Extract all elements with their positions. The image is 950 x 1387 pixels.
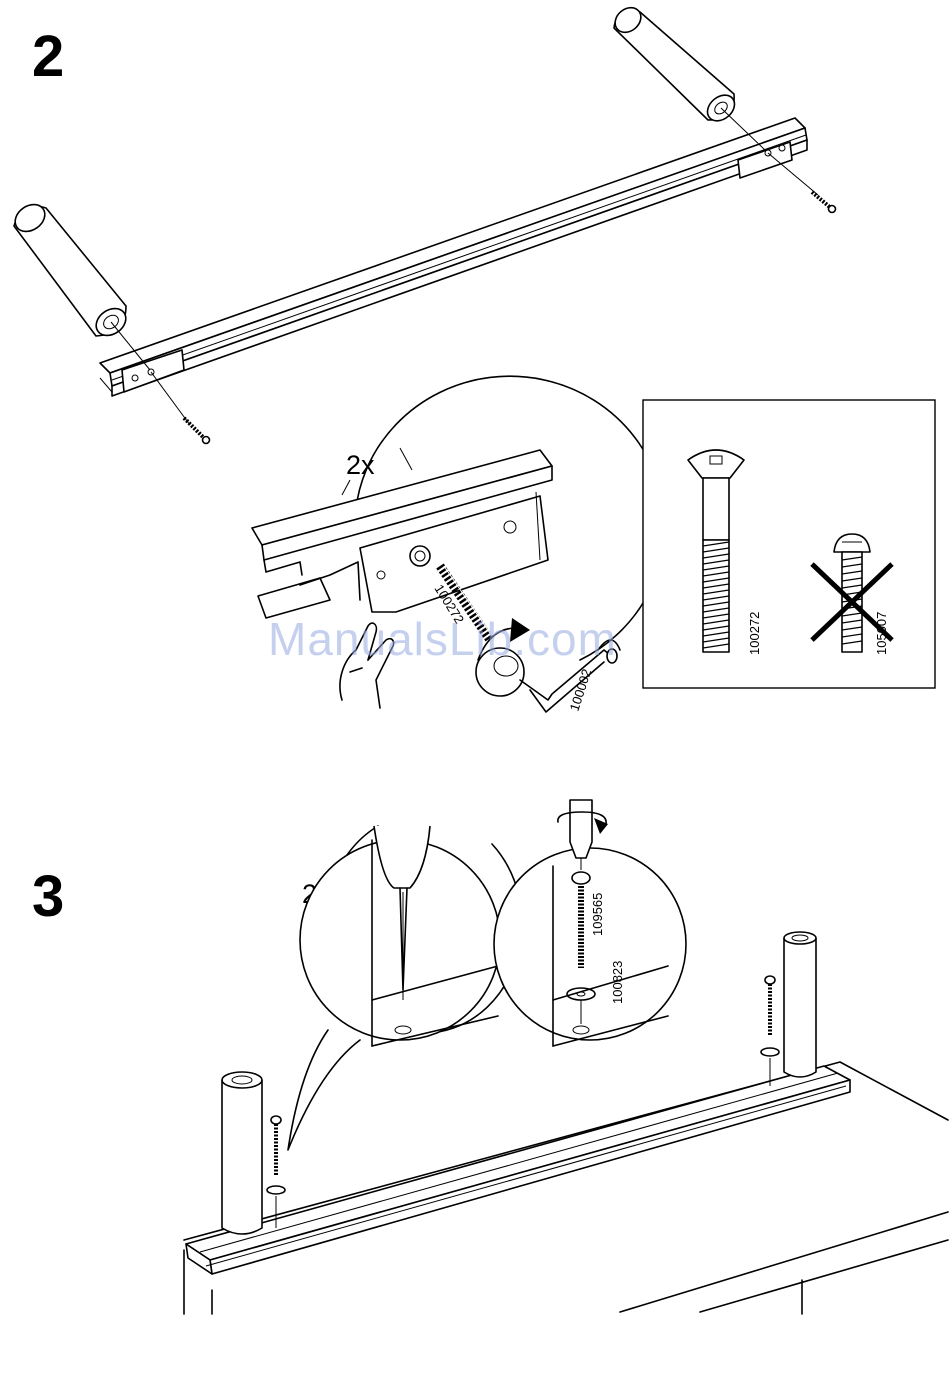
part-code-wrong-screw: 105007: [874, 612, 889, 655]
step-2-rail-assembly: [10, 3, 835, 444]
watermark: ManualsLib.com: [268, 612, 617, 666]
step-3-screw-right: [761, 976, 779, 1086]
screw-comparison-panel: [643, 400, 935, 688]
step-2-screw-left: [184, 418, 210, 444]
part-code-washer: 100823: [610, 961, 625, 1004]
step-2-leg-right: [610, 3, 765, 150]
part-code-correct-screw: 100272: [747, 612, 762, 655]
step-2-screw-right: [812, 192, 836, 213]
step-3-screw-left: [267, 1116, 285, 1228]
step-3-leg-right: [784, 932, 816, 1077]
part-code-wood-screw: 109565: [590, 893, 605, 936]
step-2-leg-left: [10, 199, 150, 370]
step-3-drill-detail: [288, 826, 522, 1150]
step-3-leg-left: [222, 1072, 262, 1234]
